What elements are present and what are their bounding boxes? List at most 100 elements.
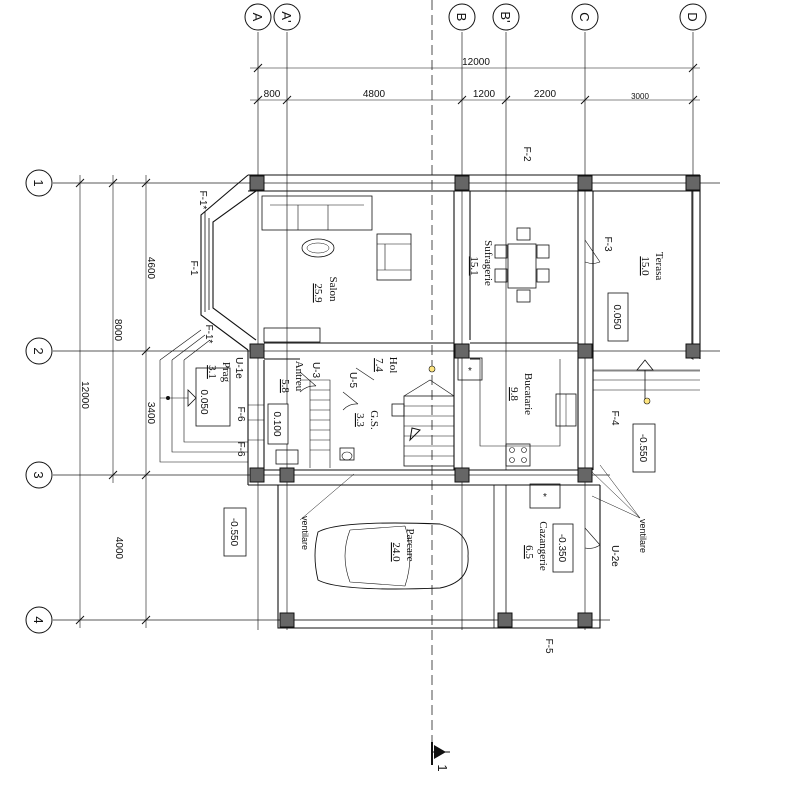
exterior-walls <box>159 174 701 629</box>
level-terasa: 0.050 <box>611 304 622 329</box>
level-markers <box>160 359 700 521</box>
doors <box>299 239 601 549</box>
axis-label-c: C <box>577 12 592 21</box>
gas-boiler <box>529 483 561 509</box>
label-f5: F-5 <box>543 639 554 654</box>
axis-label-a-prime: A' <box>279 11 294 22</box>
axis-bubble-c <box>571 3 599 31</box>
staircase <box>403 379 455 467</box>
axis-bubble-2 <box>25 337 53 365</box>
room-hol-area: 7.4 <box>373 358 385 372</box>
label-f6-top: F-6 <box>235 407 246 422</box>
section-marker: 1 <box>431 742 450 772</box>
dim-left-2: 3400 <box>145 402 156 425</box>
axis-bubble-a-prime <box>273 3 301 31</box>
axis-label-1: 1 <box>31 179 46 186</box>
axis-bubble-b-prime <box>492 3 520 31</box>
axis-label-a: A <box>250 13 265 22</box>
axis-bubble-4 <box>25 606 53 634</box>
room-bucatarie-area: 9.8 <box>508 387 520 401</box>
armchair <box>376 233 412 281</box>
room-gs-area: 3.3 <box>354 413 366 427</box>
sofa <box>261 195 373 231</box>
label-f4: F-4 <box>609 411 620 426</box>
dim-top-5: 3000 <box>631 92 649 101</box>
label-f1-star-top: F-1* <box>197 191 208 210</box>
room-bucatarie-name: Bucatarie <box>522 373 534 415</box>
label-star-boiler: * <box>543 492 547 503</box>
stove <box>505 443 531 467</box>
dining-table <box>494 227 550 303</box>
label-u1e: U-1e <box>233 357 244 379</box>
room-sufragerie-name: Sufragerie <box>482 240 494 286</box>
room-cazangerie-area: 6.5 <box>523 545 535 559</box>
level-antreu: 0.100 <box>271 411 282 436</box>
top-dimensions: 12000 800 4800 1200 2200 3000 <box>250 57 700 105</box>
left-dimensions: 12000 8000 4600 3400 4000 <box>75 175 156 628</box>
level-parcare: -0.550 <box>228 518 239 547</box>
room-antreu-name: Antreu <box>293 361 305 392</box>
kitchen-sink <box>555 393 577 427</box>
axis-label-d: D <box>685 12 700 21</box>
dim-left-3: 4000 <box>113 537 124 560</box>
axis-bubble-b <box>448 3 476 31</box>
row-axes: 1 2 3 4 <box>25 169 720 634</box>
level-cazangerie: -0.350 <box>556 534 567 563</box>
dim-top-4: 2200 <box>534 89 557 100</box>
dim-top-1: 800 <box>264 89 281 100</box>
dim-left-1: 4600 <box>145 257 156 280</box>
label-u5: U-5 <box>347 372 358 389</box>
room-parcare-name: Parcare <box>404 529 416 562</box>
label-f3: F-3 <box>602 237 613 252</box>
room-salon-area: 25.9 <box>312 283 324 303</box>
room-prag-name: Prag <box>220 362 232 383</box>
axis-label-b-prime: B' <box>498 11 513 22</box>
section-label: 1 <box>435 764 450 771</box>
room-labels: Salon 25.9 Sufragerie 15.1 Terasa 15.0 H… <box>206 240 665 571</box>
room-prag-area: 3.1 <box>206 365 218 379</box>
label-u3: U-3 <box>310 362 321 379</box>
axis-bubble-1 <box>25 169 53 197</box>
label-f1: F-1 <box>188 261 199 276</box>
level-exterior-right: -0.550 <box>637 434 648 463</box>
axis-label-2: 2 <box>31 347 46 354</box>
column-axes: A A' B B' C D <box>244 3 707 630</box>
utility-box <box>457 357 483 381</box>
label-f2: F-2 <box>521 147 532 162</box>
room-terasa-area: 15.0 <box>639 256 651 276</box>
axis-label-3: 3 <box>31 471 46 478</box>
antreu-closet <box>263 327 331 468</box>
room-parcare-area: 24.0 <box>390 542 402 562</box>
label-f6-bottom: F-6 <box>235 442 246 457</box>
room-antreu-area: 5.8 <box>279 379 291 393</box>
level-prag: 0.050 <box>198 389 209 414</box>
wc <box>339 403 405 461</box>
label-f1-star-bottom: F-1* <box>203 325 214 344</box>
label-ventilare-right: ventilare <box>638 519 648 553</box>
label-star-kitchen: * <box>468 366 472 377</box>
axis-bubble-d <box>679 3 707 31</box>
dim-top-2: 4800 <box>363 89 386 100</box>
level-boxes: 0.050 0.100 0.050 -0.550 -0.550 -0.350 <box>198 292 656 573</box>
dim-top-3: 1200 <box>473 89 496 100</box>
axis-bubble-a <box>244 3 272 31</box>
dim-left-mid: 8000 <box>112 319 123 342</box>
coffee-table <box>301 238 335 258</box>
opening-codes: F-1* F-1 F-1* F-2 F-3 F-4 F-5 F-6 F-6 U-… <box>188 147 648 654</box>
axis-label-b: B <box>454 13 469 22</box>
dim-left-overall: 12000 <box>79 381 90 409</box>
structural-columns <box>249 175 701 628</box>
axis-bubble-3 <box>25 461 53 489</box>
room-hol-name: Hol <box>387 357 399 374</box>
dim-overall-top: 12000 <box>462 57 490 68</box>
label-u2e: U-2e <box>609 545 620 567</box>
room-salon-name: Salon <box>327 276 339 302</box>
room-cazangerie-name: Cazangerie <box>537 521 549 571</box>
car <box>314 522 469 590</box>
label-ventilare-left: ventilare <box>300 516 310 550</box>
room-gs-name: G.S. <box>368 410 380 430</box>
axis-label-4: 4 <box>31 616 46 623</box>
room-terasa-name: Terasa <box>653 252 665 281</box>
room-sufragerie-area: 15.1 <box>468 256 480 275</box>
